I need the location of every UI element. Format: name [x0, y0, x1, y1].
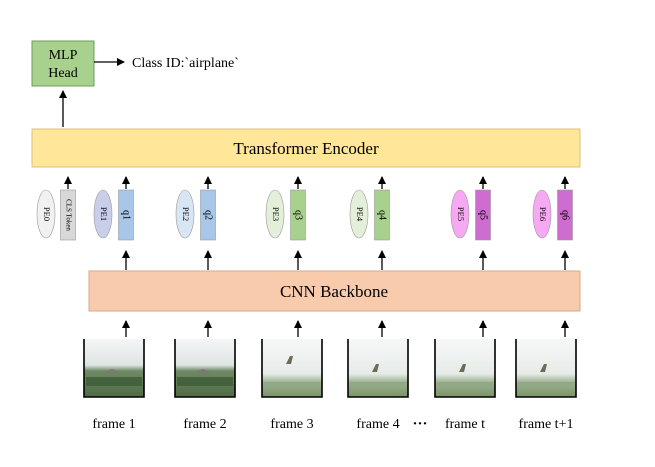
query-label-2: q2	[203, 210, 214, 220]
frame-3: frame 3	[261, 320, 323, 432]
frame-label-4: frame 4	[356, 417, 399, 432]
frame-label-3: frame 3	[270, 417, 313, 432]
token-column-2: PE2 q2	[175, 176, 216, 270]
crowd-band-2	[177, 377, 233, 386]
frame-label-6: frame t+1	[519, 417, 574, 432]
pe0-label: PE0	[42, 207, 52, 221]
frame-label-1: frame 1	[92, 417, 135, 432]
transformer-encoder-label: Transformer Encoder	[233, 139, 379, 158]
query-label-4: q4	[377, 210, 388, 220]
class-id-label: Class ID:`airplane`	[132, 56, 239, 71]
transformer-encoder-block: Transformer Encoder	[31, 128, 581, 168]
token-column-5: PE5 q5	[450, 176, 491, 270]
query-rect-3	[290, 189, 306, 241]
pe-label-2: PE2	[181, 207, 191, 221]
query-label-3: q3	[293, 210, 304, 220]
frame-border-5	[434, 339, 496, 398]
frame-border-3	[261, 339, 323, 398]
pe-ellipse-2	[175, 189, 195, 239]
pe-label-3: PE3	[271, 207, 281, 221]
cls-token-column: PE0 CLS Token	[36, 176, 76, 241]
pe-ellipse-3	[265, 189, 285, 239]
cls-token-rect	[60, 189, 76, 241]
frame-label-5: frame t	[445, 417, 485, 432]
field-band-3	[264, 382, 320, 387]
query-label-6: q6	[560, 210, 571, 220]
frame-border-6	[515, 339, 577, 398]
frame-image-1	[84, 339, 144, 397]
pe-ellipse-5	[450, 189, 470, 239]
pe-ellipse-4	[349, 189, 369, 239]
mlp-head-block: MLP Head	[31, 40, 95, 87]
pe-label-1: PE1	[99, 207, 109, 221]
pe-label-6: PE6	[538, 207, 548, 221]
token-column-3: PE3 q3	[265, 176, 306, 270]
query-label-5: q5	[478, 210, 489, 220]
field-band-5	[437, 382, 493, 387]
frame-border-1	[83, 339, 145, 398]
frame-image-2	[175, 339, 235, 397]
field-band-4	[350, 382, 406, 387]
query-rect-2	[200, 189, 216, 241]
mlp-head-label-line1: MLP	[49, 48, 78, 63]
query-rect-1	[118, 189, 134, 241]
cnn-backbone-label: CNN Backbone	[280, 282, 388, 301]
token-column-6: PE6 q6	[532, 176, 573, 270]
mlp-head-label-line2: Head	[48, 66, 78, 81]
airplane-shape-1	[104, 369, 120, 374]
frame-4: frame 4	[347, 320, 409, 432]
frame-5: frame t	[434, 320, 496, 432]
airplane-shape-3	[286, 356, 293, 364]
airplane-shape-4	[372, 364, 379, 372]
pe-ellipse-1	[93, 189, 113, 239]
frame-border-4	[347, 339, 409, 398]
airplane-shape-6	[540, 364, 547, 372]
frame-layer: frame 1 frame 2 frame 3 frame 4 frame t frame…	[83, 320, 577, 432]
frame-1: frame 1	[83, 320, 145, 432]
query-rect-4	[374, 189, 390, 241]
field-band-6	[518, 382, 574, 387]
frames-ellipsis: ···	[412, 416, 427, 432]
cls-token-label: CLS Token	[64, 199, 72, 231]
airplane-shape-5	[459, 364, 466, 372]
query-rect-6	[557, 189, 573, 241]
frame-border-2	[174, 339, 236, 398]
query-rect-5	[475, 189, 491, 241]
token-column-4: PE4 q4	[349, 176, 390, 270]
query-label-1: q1	[121, 210, 132, 220]
cnn-backbone-block: CNN Backbone	[88, 270, 581, 312]
frame-image-3	[262, 339, 322, 397]
frame-label-2: frame 2	[183, 417, 226, 432]
token-column-1: PE1 q1	[93, 176, 134, 270]
frame-2: frame 2	[174, 320, 236, 432]
pe-ellipse-6	[532, 189, 552, 239]
pe-label-5: PE5	[456, 207, 466, 221]
token-layer: PE0 CLS Token PE1 q1 PE2 q2 PE3 q3 PE4 q4 PE5 q5 PE6…	[36, 176, 573, 270]
pe-label-4: PE4	[355, 207, 365, 222]
crowd-band-1	[86, 377, 142, 386]
frame-6: frame t+1	[515, 320, 577, 432]
airplane-shape-2	[195, 369, 211, 374]
pe0-ellipse	[36, 189, 56, 239]
